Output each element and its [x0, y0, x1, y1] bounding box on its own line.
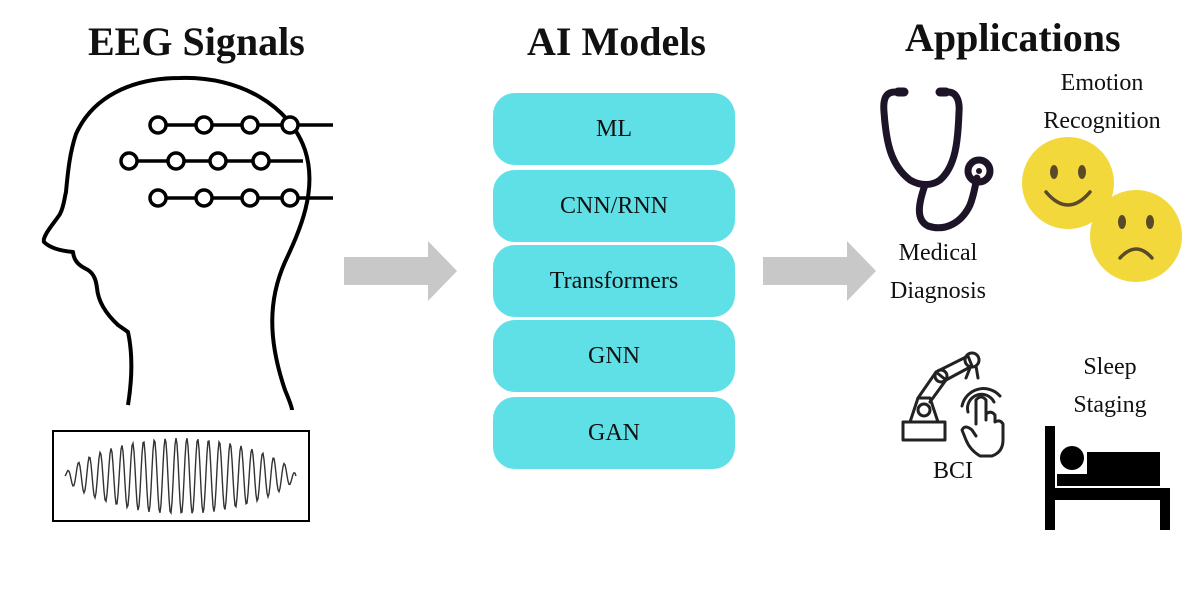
medical-diagnosis-label: Medical Diagnosis — [858, 234, 1018, 310]
robot-arm-touch-icon — [901, 351, 1005, 458]
model-ml: ML — [493, 93, 735, 165]
sleep-label-line2: Staging — [1073, 392, 1147, 418]
bci-label: BCI — [932, 458, 973, 484]
bed-sleeper-icon — [1045, 426, 1170, 530]
model-transformers: Transformers — [493, 245, 735, 317]
smiley-sad-icon — [1090, 190, 1182, 282]
emotion-recognition-label: Emotion Recognition — [1022, 64, 1182, 140]
model-gan: GAN — [493, 397, 735, 469]
medical-label-line2: Diagnosis — [890, 278, 986, 304]
eeg-waveform-icon — [52, 430, 310, 522]
model-cnn-rnn: CNN/RNN — [493, 170, 735, 242]
emotion-label-line1: Emotion — [1060, 70, 1144, 96]
smiley-happy-icon — [1022, 137, 1114, 229]
model-gnn: GNN — [493, 320, 735, 392]
head-with-electrodes-icon — [41, 75, 333, 411]
arrow-right-icon — [763, 241, 876, 301]
stethoscope-icon — [880, 87, 994, 232]
medical-label-line1: Medical — [898, 240, 978, 266]
sleep-label-line1: Sleep — [1083, 354, 1137, 380]
ai-models-title: AI Models — [527, 19, 706, 64]
emotion-label-line2: Recognition — [1043, 108, 1161, 134]
sleep-staging-label: Sleep Staging — [1030, 348, 1190, 424]
arrow-right-icon — [344, 241, 457, 301]
eeg-signals-title: EEG Signals — [88, 19, 305, 64]
applications-title: Applications — [905, 15, 1121, 60]
